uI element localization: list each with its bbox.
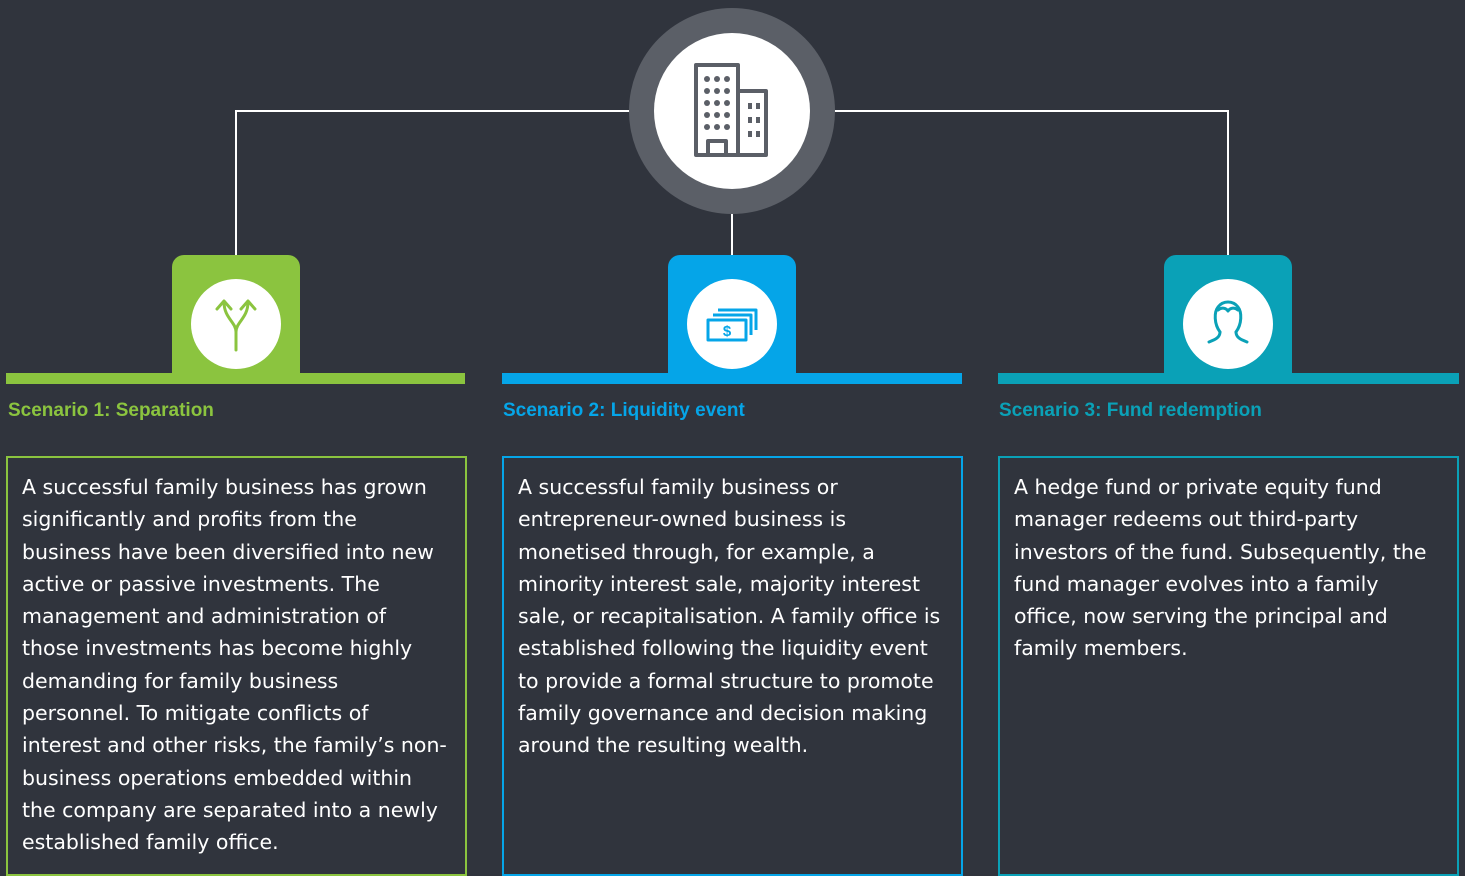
hub-inner-circle	[654, 33, 810, 189]
scenario-1-description: A successful family business has grown s…	[6, 456, 467, 876]
scenario-1-tab	[172, 255, 300, 373]
scenario-2-bar	[502, 373, 962, 384]
scenario-2-tab: $	[668, 255, 796, 373]
scenario-3-bar	[998, 373, 1459, 384]
scenario-1-title: Scenario 1: Separation	[8, 400, 214, 421]
building-icon	[694, 63, 768, 157]
svg-text:$: $	[723, 323, 732, 340]
fork-arrows-icon	[215, 299, 257, 352]
scenario-2-title: Scenario 2: Liquidity event	[503, 400, 745, 421]
scenario-1-icon-circle	[191, 279, 281, 369]
scenario-2-description: A successful family business or entrepre…	[502, 456, 963, 876]
scenario-3-description: A hedge fund or private equity fund mana…	[998, 456, 1459, 876]
scenario-3-icon-circle	[1183, 279, 1273, 369]
person-icon	[1207, 300, 1249, 344]
scenario-2-icon-circle: $	[687, 279, 777, 369]
hub-circle	[629, 8, 835, 214]
scenario-3-title: Scenario 3: Fund redemption	[999, 400, 1262, 421]
scenario-3-tab	[1164, 255, 1292, 373]
money-icon: $	[706, 308, 758, 342]
scenario-1-bar	[6, 373, 465, 384]
